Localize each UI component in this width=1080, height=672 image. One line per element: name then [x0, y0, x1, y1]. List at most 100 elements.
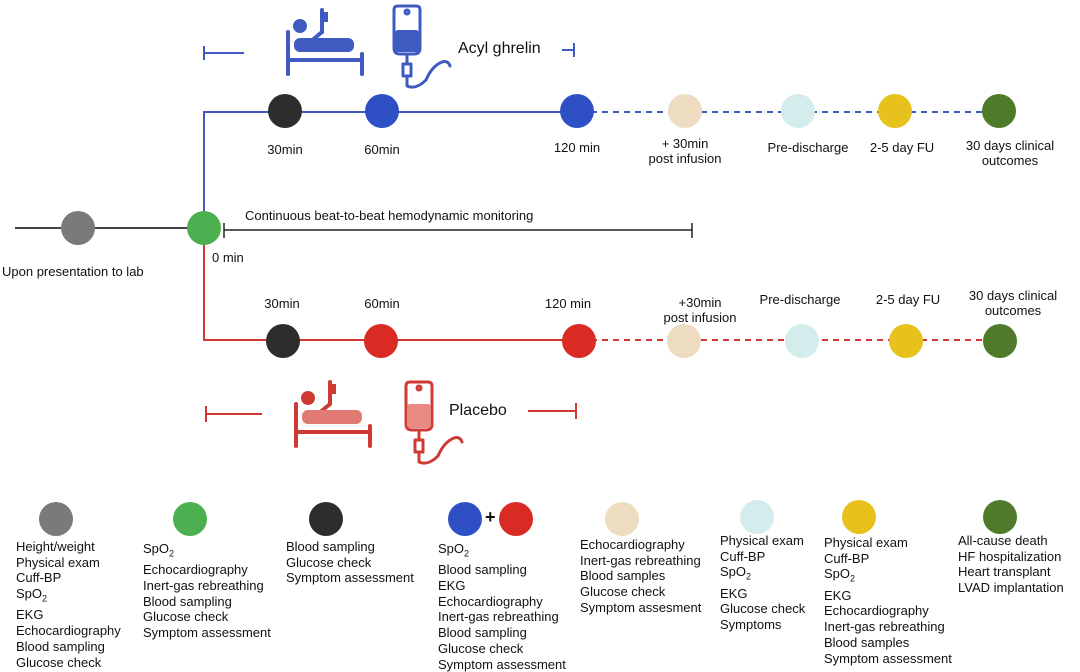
presentation-dot — [61, 211, 95, 245]
legend-item: SpO2 — [16, 586, 48, 604]
monitoring-label: Continuous beat-to-beat hemodynamic moni… — [245, 208, 534, 223]
iv-bag-icon-top — [392, 4, 452, 89]
bottom-pre-discharge-dot — [785, 324, 819, 358]
legend-item: Symptoms — [720, 617, 782, 633]
top-pre-discharge-dot — [781, 94, 815, 128]
legend-item: Blood sampling — [286, 539, 375, 554]
top-60min-dot — [365, 94, 399, 128]
legend-item: Symptom assesment — [580, 599, 702, 615]
top-outcomes-dot — [982, 94, 1016, 128]
legend-item: Blood sampling — [16, 638, 105, 654]
legend-item: Height/weight — [16, 539, 95, 554]
top-outcomes-label: 30 days clinical outcomes — [965, 138, 1055, 168]
top-60min-label: 60min — [364, 142, 400, 157]
legend-green-list: SpO2 Echocardiography Inert-gas rebreath… — [143, 541, 271, 641]
legend-item: EKG — [438, 578, 466, 593]
legend-bluered-list: SpO2 Blood sampling EKG Echocardiography… — [438, 541, 566, 672]
legend-item: Inert-gas rebreathing — [824, 619, 945, 635]
legend-item: Cuff-BP — [824, 550, 870, 566]
legend-item: Echocardiography — [16, 623, 121, 639]
legend-item: Blood samples — [580, 568, 666, 584]
legend-item: EKG — [16, 607, 44, 623]
legend-item: Glucose check — [286, 554, 372, 570]
bottom-post-infusion-label: +30min post infusion — [663, 295, 737, 325]
legend-item: Heart transplant — [958, 564, 1051, 580]
legend-item: Echocardiography — [438, 593, 543, 609]
legend-item: Glucose check — [720, 601, 806, 617]
legend-item: Symptom assessment — [438, 656, 566, 672]
legend-black-list: Blood sampling Glucose check Symptom ass… — [286, 539, 414, 586]
top-post-infusion-label: + 30min post infusion — [648, 136, 722, 166]
bottom-outcomes-dot — [983, 324, 1017, 358]
legend-item: EKG — [720, 585, 748, 601]
top-arm-label: Acyl ghrelin — [458, 40, 541, 57]
legend-item: SpO2 — [438, 541, 470, 559]
legend-item: Glucose check — [143, 609, 229, 625]
bottom-30min-dot — [266, 324, 300, 358]
legend-item: SpO2 — [824, 566, 856, 584]
bottom-arm-line — [203, 228, 578, 341]
bottom-120min-dot — [562, 324, 596, 358]
patient-bed-icon-bottom — [294, 380, 372, 448]
legend-black-dot — [309, 502, 343, 536]
legend-red-dot — [499, 502, 533, 536]
zero-min-dot — [187, 211, 221, 245]
legend-beige-list: Echocardiography Inert-gas rebreathing B… — [580, 537, 701, 616]
legend-plus: + — [485, 507, 496, 527]
legend-item: Blood sampling — [143, 593, 232, 609]
bottom-pre-discharge-label: Pre-discharge — [759, 292, 841, 307]
legend-item: Physical exam — [720, 533, 804, 548]
legend-olive-dot — [983, 500, 1017, 534]
legend-item: Cuff-BP — [16, 570, 62, 586]
legend-item: Echocardiography — [580, 537, 685, 552]
bottom-60min-label: 60min — [364, 296, 400, 311]
legend-item: SpO2 — [720, 564, 752, 582]
bottom-60min-dot — [364, 324, 398, 358]
top-30min-label: 30min — [267, 142, 303, 157]
legend-green-dot — [173, 502, 207, 536]
legend-item: Symptom assessment — [824, 650, 952, 666]
top-fu-label: 2-5 day FU — [869, 140, 935, 155]
legend-beige-dot — [605, 502, 639, 536]
legend-item: Glucose check — [16, 654, 102, 670]
legend-lightblue-list: Physical exam Cuff-BP SpO2 EKG Glucose c… — [720, 533, 805, 633]
legend-olive-list: All-cause death HF hospitalization Heart… — [958, 533, 1064, 596]
legend-item: LVAD implantation — [958, 580, 1064, 596]
legend-item: SpO2 — [143, 541, 175, 559]
legend-lightblue-dot — [740, 500, 774, 534]
legend-item: Blood sampling — [438, 562, 527, 578]
bottom-120min-label: 120 min — [544, 296, 592, 311]
legend-item: Inert-gas rebreathing — [438, 609, 559, 625]
legend-item: Inert-gas rebreathing — [580, 552, 701, 568]
legend-item: Physical exam — [824, 535, 908, 550]
patient-bed-icon-top — [286, 8, 364, 76]
legend-item: Blood sampling — [438, 625, 527, 641]
bottom-fu-label: 2-5 day FU — [875, 292, 941, 307]
legend-gray-list: Height/weight Physical exam Cuff-BP SpO2… — [16, 539, 121, 670]
legend-item: Glucose check — [438, 640, 524, 656]
top-120min-dot — [560, 94, 594, 128]
legend-blue-dot — [448, 502, 482, 536]
top-arm-line — [203, 111, 578, 228]
legend-item: Physical exam — [16, 554, 100, 570]
legend-item: Cuff-BP — [720, 548, 766, 564]
bottom-30min-label: 30min — [264, 296, 300, 311]
legend-item: Glucose check — [580, 584, 666, 600]
legend-item: Blood samples — [824, 634, 910, 650]
legend-item: HF hospitalization — [958, 548, 1062, 564]
zero-min-label: 0 min — [212, 250, 244, 265]
bottom-post-infusion-dot — [667, 324, 701, 358]
legend-item: Inert-gas rebreathing — [143, 578, 264, 593]
iv-bag-icon-bottom — [404, 380, 464, 465]
legend-gray-dot — [39, 502, 73, 536]
legend-item: All-cause death — [958, 533, 1048, 548]
top-fu-dot — [878, 94, 912, 128]
bottom-arm-label: Placebo — [449, 402, 507, 419]
presentation-label: Upon presentation to lab — [2, 264, 144, 279]
legend-item: Symptom assessment — [286, 570, 414, 586]
top-post-infusion-dot — [668, 94, 702, 128]
bottom-fu-dot — [889, 324, 923, 358]
legend-yellow-list: Physical exam Cuff-BP SpO2 EKG Echocardi… — [824, 535, 952, 666]
legend-item: Echocardiography — [143, 562, 248, 578]
